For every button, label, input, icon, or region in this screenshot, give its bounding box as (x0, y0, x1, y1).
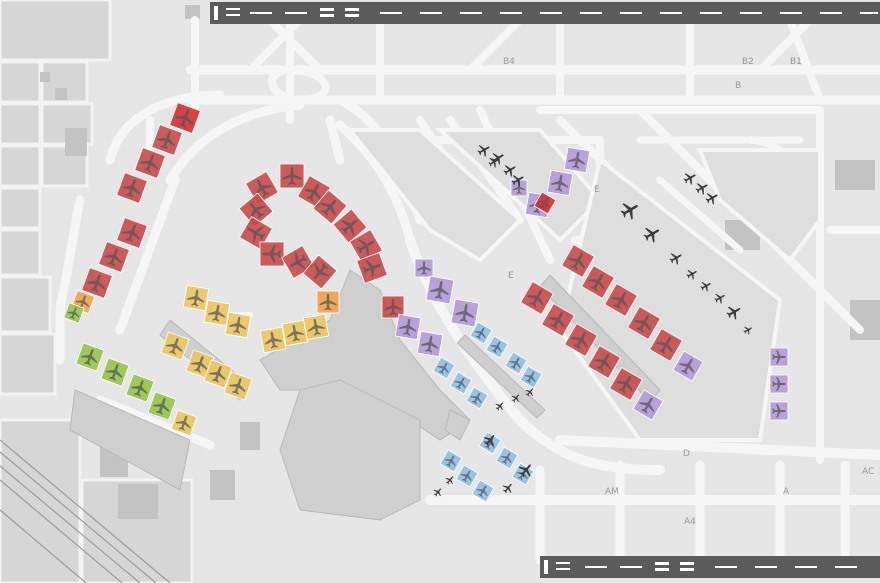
stand-38 (381, 295, 405, 319)
stand-60 (533, 191, 557, 215)
stand-2 (151, 124, 183, 156)
stand-11 (279, 163, 305, 189)
stand-54 (439, 449, 463, 473)
stand-76 (769, 401, 789, 421)
taxiway-label-d: D (683, 449, 690, 459)
stand-55 (455, 464, 479, 488)
stand-7 (81, 267, 113, 299)
stand-17 (302, 254, 338, 290)
stand-44 (469, 321, 493, 345)
stand-69 (541, 303, 575, 337)
stand-49 (449, 371, 473, 395)
stand-18 (312, 189, 348, 225)
stand-63 (581, 265, 615, 299)
stand-39 (394, 313, 422, 341)
stand-3 (134, 147, 166, 179)
railway (0, 439, 171, 583)
stand-23 (182, 284, 210, 312)
runway-north (210, 2, 880, 24)
terminal-satellite (444, 409, 471, 441)
stand-32 (223, 371, 253, 401)
taxiway-label-a: A (783, 487, 790, 497)
stand-9 (63, 302, 85, 324)
stand-5 (116, 217, 148, 249)
stand-26 (259, 326, 287, 354)
runway-south (540, 556, 880, 578)
taxiway-label-b4: B4 (503, 57, 515, 67)
stand-71 (587, 345, 621, 379)
terminal-curb (279, 379, 421, 521)
taxiway-label-e-1: E (594, 185, 600, 195)
stand-31 (203, 359, 233, 389)
taxiway-label-b: B (735, 81, 741, 91)
terminal-pier-blue (456, 334, 546, 419)
stand-45 (485, 335, 509, 359)
stand-24 (203, 299, 231, 327)
stand-67 (672, 350, 704, 382)
stand-36 (147, 391, 177, 421)
taxiway-label-ac: AC (862, 467, 874, 477)
stand-41 (414, 258, 434, 278)
stand-64 (604, 283, 638, 317)
stand-56 (471, 479, 495, 503)
stand-28 (302, 313, 330, 341)
stand-34 (100, 357, 130, 387)
stand-35 (125, 373, 155, 403)
stand-29 (160, 331, 190, 361)
stand-75 (769, 374, 789, 394)
stand-1 (169, 102, 201, 134)
taxiway-label-e-2: E (508, 271, 514, 281)
stand-4 (116, 172, 148, 204)
city-buildings (40, 5, 880, 519)
aircraft-stands (63, 102, 789, 503)
taxiway-label-b2: B2 (742, 57, 754, 67)
stand-6 (98, 241, 130, 273)
stand-25 (224, 311, 252, 339)
taxiway-labels: B4 B2 B1 B E E D A AM A4 AC (503, 57, 874, 527)
stand-52 (495, 446, 519, 470)
stand-22 (316, 290, 340, 314)
stand-57 (563, 146, 591, 174)
stand-37 (170, 409, 198, 437)
taxiway-label-a4: A4 (684, 517, 696, 527)
stand-47 (519, 365, 543, 389)
stand-73 (632, 389, 664, 421)
stand-42 (425, 275, 455, 305)
stand-62 (561, 244, 595, 278)
stand-72 (609, 367, 643, 401)
stand-19 (332, 208, 368, 244)
stand-58 (546, 169, 574, 197)
stand-14 (239, 216, 273, 250)
stand-33 (75, 342, 105, 372)
stand-65 (627, 306, 661, 340)
taxiway-label-b1: B1 (790, 57, 802, 67)
stand-68 (520, 281, 554, 315)
stand-66 (649, 328, 683, 362)
stand-15 (259, 241, 285, 267)
taxiway-label-am: AM (605, 487, 619, 497)
stand-21 (356, 252, 388, 284)
stand-13 (238, 192, 274, 228)
stand-74 (769, 347, 789, 367)
stand-70 (564, 323, 598, 357)
stand-43 (450, 298, 480, 328)
stand-40 (416, 330, 444, 358)
terminal-pier-a (69, 389, 191, 491)
stand-46 (504, 351, 528, 375)
stand-48 (432, 356, 456, 380)
stand-50 (465, 386, 489, 410)
